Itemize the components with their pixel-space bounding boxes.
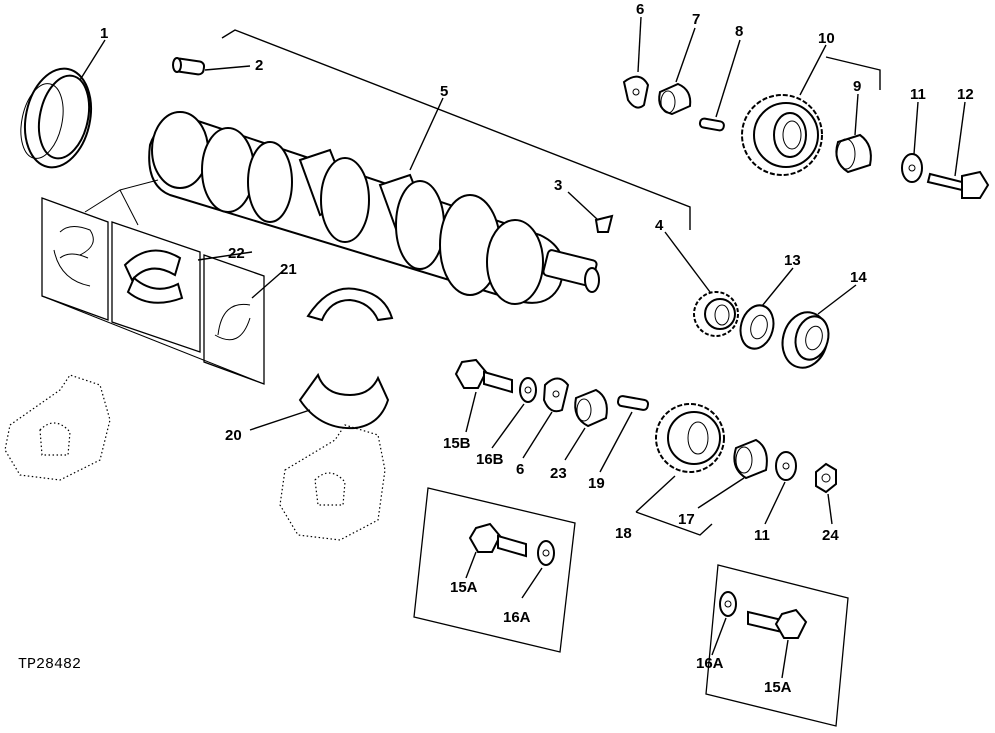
callout-9: 9 — [853, 78, 861, 95]
part-4-crankshaft-gear — [693, 291, 739, 337]
callout-6-upper: 6 — [636, 1, 644, 18]
callout-7: 7 — [692, 11, 700, 28]
part-14-spacer — [781, 311, 830, 369]
part-11-washer-lower — [775, 451, 797, 481]
part-7-bushing — [658, 82, 692, 116]
part-6-lock-plate-upper — [622, 75, 650, 109]
part-24-nut — [815, 462, 837, 494]
part-5-crankshaft — [148, 111, 600, 305]
part-10-idler-gear — [741, 94, 823, 176]
part-12-cap-screw — [926, 170, 990, 199]
callout-16B: 16B — [476, 451, 504, 468]
callout-3: 3 — [554, 177, 562, 194]
main-bearing-kit-box — [41, 179, 265, 385]
callout-23: 23 — [550, 465, 567, 482]
part-1-front-seal — [20, 67, 92, 169]
ghost-bearing-cap-left — [4, 374, 111, 481]
callout-12: 12 — [957, 86, 974, 103]
callout-16A-box1: 16A — [503, 609, 531, 626]
callout-2: 2 — [255, 57, 263, 74]
callout-5: 5 — [440, 83, 448, 100]
callout-16A-box2: 16A — [696, 655, 724, 672]
callout-15A-box2: 15A — [764, 679, 792, 696]
callout-6-lower: 6 — [516, 461, 524, 478]
callout-8: 8 — [735, 23, 743, 40]
part-9-idler-bushing — [835, 133, 872, 174]
crankshaft-group-bracket — [221, 29, 691, 230]
callout-20: 20 — [225, 427, 242, 444]
part-3-key — [594, 214, 614, 233]
callout-11-upper: 11 — [910, 86, 926, 103]
callout-24: 24 — [822, 527, 839, 544]
ghost-bearing-cap-center — [279, 424, 386, 541]
callout-15A-box1: 15A — [450, 579, 478, 596]
alt-fastener-box-1 — [413, 487, 576, 653]
part-17-bushing — [733, 438, 768, 480]
figure-reference: TP28482 — [18, 656, 81, 673]
callout-19: 19 — [588, 475, 605, 492]
callout-21: 21 — [280, 261, 297, 278]
part-11-washer-upper — [901, 153, 923, 183]
alt-fastener-box-2 — [705, 564, 849, 727]
part-6-lock-plate-lower — [542, 377, 570, 413]
callout-11-lower: 11 — [754, 527, 770, 544]
callout-22: 22 — [228, 245, 245, 262]
part-15B-cap-screw — [454, 358, 513, 394]
part-19-pin — [616, 395, 650, 411]
part-13-thrust-washer — [739, 304, 775, 350]
part-20-rod-bearings — [298, 287, 394, 430]
gear-group-bracket — [635, 511, 713, 536]
callout-18: 18 — [615, 525, 632, 542]
leader-lines — [79, 16, 966, 679]
part-2-dowel-pin — [172, 57, 206, 76]
callout-10: 10 — [818, 30, 835, 47]
callout-14: 14 — [850, 269, 867, 286]
callout-4: 4 — [655, 217, 664, 234]
part-18-idler-gear — [655, 403, 725, 473]
callout-17: 17 — [678, 511, 695, 528]
callout-13: 13 — [784, 252, 801, 269]
callout-1: 1 — [100, 25, 108, 42]
callout-15B: 15B — [443, 435, 471, 452]
part-8-pin — [698, 117, 725, 132]
part-16B-washer — [519, 377, 537, 403]
part-23-bushing — [574, 388, 608, 428]
